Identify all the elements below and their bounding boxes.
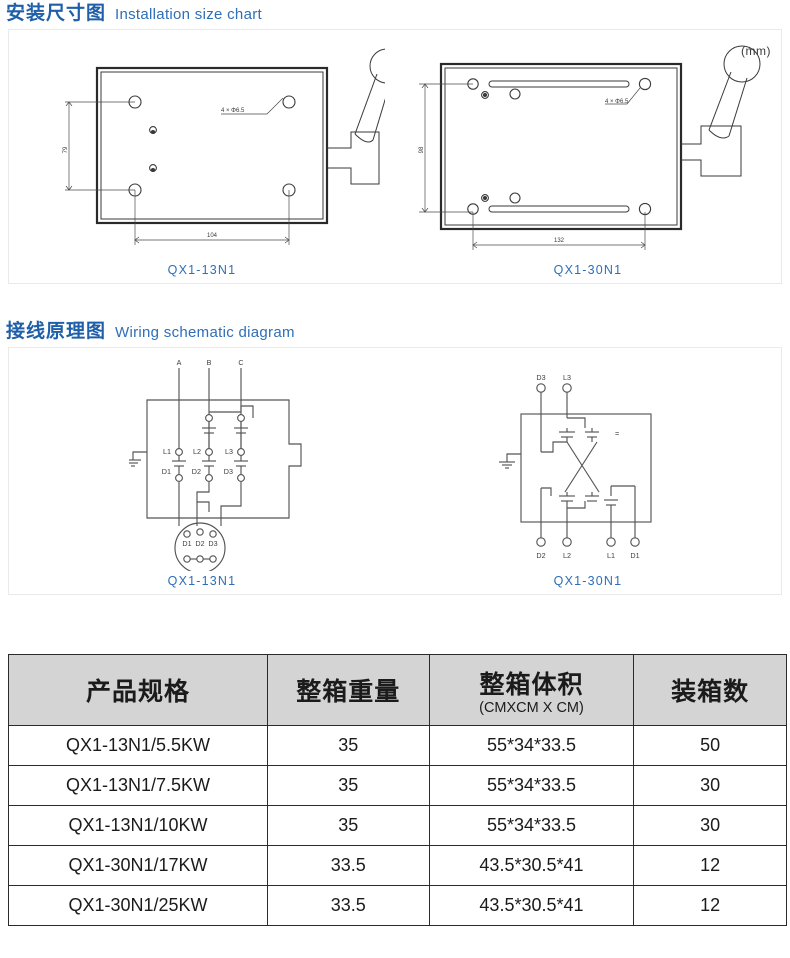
contact-d2: D2 [192, 467, 201, 476]
cell-model: QX1-13N1/10KW [8, 805, 268, 846]
cell-weight: 35 [266, 805, 430, 846]
drawing-qx1-13n1: 4 × Φ6.5 79 104 [63, 48, 385, 245]
wiring-captions: QX1-13N1 QX1-30N1 [9, 574, 781, 588]
terminal-d3: D3 [536, 373, 545, 382]
wiring-heading-en: Wiring schematic diagram [115, 324, 295, 341]
terminal-a: A [177, 358, 182, 367]
wiring-heading: 接线原理图 Wiring schematic diagram [0, 322, 790, 341]
table-row: QX1-30N1/17KW 33.5 43.5*30.5*41 12 [8, 845, 787, 886]
table-row: QX1-13N1/7.5KW 35 55*34*33.5 30 [8, 765, 787, 806]
cell-weight: 33.5 [266, 885, 430, 926]
terminal-c: C [238, 358, 243, 367]
contact-d3: D3 [224, 467, 233, 476]
header-product-spec: 产品规格 [8, 654, 268, 726]
table-header-row: 产品规格 整箱重量 整箱体积 (CMXCM X CM) 装箱数 [8, 654, 787, 726]
cell-model: QX1-30N1/17KW [8, 845, 268, 886]
packing-spec-table: 产品规格 整箱重量 整箱体积 (CMXCM X CM) 装箱数 QX1-13N1… [8, 654, 787, 926]
hole-note-13n1: 4 × Φ6.5 [221, 108, 245, 114]
cell-weight: 33.5 [266, 845, 430, 886]
dim-height-13n1: 79 [63, 146, 69, 153]
dim-width-13n1: 104 [207, 233, 218, 239]
cell-model: QX1-13N1/5.5KW [8, 725, 268, 766]
schematic-qx1-30n1: D3 L3 = [499, 373, 652, 560]
cell-qty: 12 [633, 845, 787, 886]
contact-l3: L3 [225, 447, 233, 456]
cell-weight: 35 [266, 725, 430, 766]
installation-captions: QX1-13N1 QX1-30N1 [9, 263, 781, 277]
cell-qty: 30 [633, 805, 787, 846]
wiring-heading-cn: 接线原理图 [6, 321, 107, 342]
cell-model: QX1-30N1/25KW [8, 885, 268, 926]
caption-wiring-qx1-30n1: QX1-30N1 [553, 574, 623, 588]
pin-d3: D3 [208, 539, 217, 548]
cell-volume: 55*34*33.5 [428, 725, 635, 766]
header-product-spec-label: 产品规格 [85, 678, 190, 706]
cell-weight: 35 [266, 765, 430, 806]
section-installation: 安装尺寸图 Installation size chart (mm) [0, 4, 790, 284]
dim-width-30n1: 132 [554, 238, 565, 244]
section-spec-table: 产品规格 整箱重量 整箱体积 (CMXCM X CM) 装箱数 QX1-13N1… [0, 654, 790, 926]
caption-qx1-13n1: QX1-13N1 [167, 263, 237, 277]
cell-model: QX1-13N1/7.5KW [8, 765, 268, 806]
table-row: QX1-30N1/25KW 33.5 43.5*30.5*41 12 [8, 885, 787, 926]
pin-d2: D2 [195, 539, 204, 548]
installation-figure-panel: (mm) 4 × Φ6.5 [8, 29, 782, 284]
header-gross-weight-label: 整箱重量 [296, 678, 401, 706]
drawing-qx1-30n1: 4 × Φ6.5 98 132 [419, 45, 761, 250]
cell-volume: 55*34*33.5 [428, 805, 635, 846]
terminal-d2: D2 [536, 551, 545, 560]
terminal-l3: L3 [563, 373, 571, 382]
installation-heading-en: Installation size chart [115, 6, 262, 23]
hole-note-30n1: 4 × Φ6.5 [605, 99, 629, 105]
contact-d1: D1 [162, 467, 171, 476]
cell-volume: 55*34*33.5 [428, 765, 635, 806]
terminal-l1: L1 [607, 551, 615, 560]
header-gross-weight: 整箱重量 [266, 654, 430, 726]
terminal-l2: L2 [563, 551, 571, 560]
table-row: QX1-13N1/5.5KW 35 55*34*33.5 50 [8, 725, 787, 766]
schematic-qx1-13n1: A B C L1 D1 [129, 358, 302, 571]
contact-l1: L1 [163, 447, 171, 456]
wiring-figure-panel: A B C L1 D1 [8, 347, 782, 595]
cell-volume: 43.5*30.5*41 [428, 845, 635, 886]
terminal-d1: D1 [630, 551, 639, 560]
header-carton-volume-unit: (CMXCM X CM) [479, 699, 584, 716]
header-carton-volume-label: 整箱体积 [479, 670, 584, 699]
cell-qty: 12 [633, 885, 787, 926]
section-wiring: 接线原理图 Wiring schematic diagram A B C [0, 322, 790, 595]
cell-qty: 50 [633, 725, 787, 766]
contact-l2: L2 [193, 447, 201, 456]
cell-volume: 43.5*30.5*41 [428, 885, 635, 926]
cell-qty: 30 [633, 765, 787, 806]
pin-d1: D1 [182, 539, 191, 548]
caption-wiring-qx1-13n1: QX1-13N1 [167, 574, 237, 588]
dim-height-30n1: 98 [419, 146, 425, 153]
table-row: QX1-13N1/10KW 35 55*34*33.5 30 [8, 805, 787, 846]
header-pack-qty-label: 装箱数 [671, 678, 750, 706]
caption-qx1-30n1: QX1-30N1 [553, 263, 623, 277]
installation-heading: 安装尺寸图 Installation size chart [0, 4, 790, 23]
installation-heading-cn: 安装尺寸图 [6, 3, 107, 24]
header-pack-qty: 装箱数 [633, 654, 787, 726]
header-carton-volume: 整箱体积 (CMXCM X CM) [428, 654, 635, 726]
terminal-b: B [207, 358, 212, 367]
mark-equals: = [615, 429, 619, 438]
